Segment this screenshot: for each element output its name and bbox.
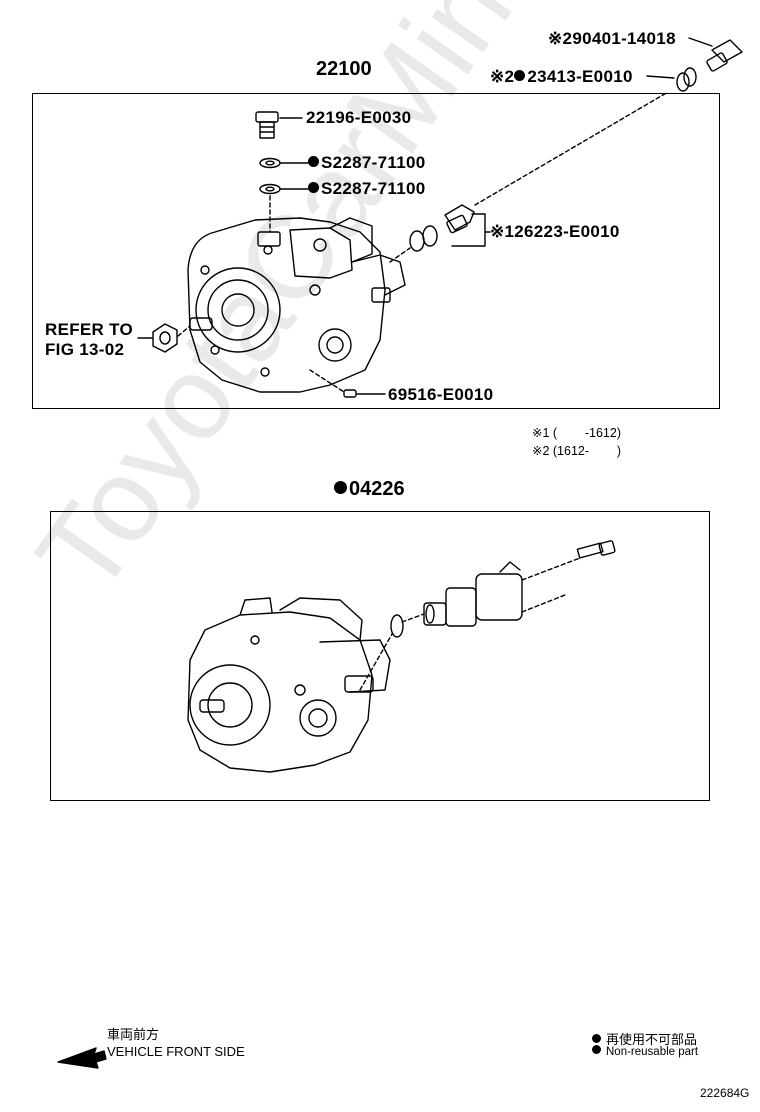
- refer-line-1[interactable]: REFER TO: [45, 320, 134, 339]
- direction-jp: 車両前方: [107, 1027, 160, 1042]
- note-1: ※1 ( -1612): [532, 426, 621, 440]
- top-group-frame: [32, 93, 720, 409]
- gasket-a-drawing: [259, 157, 281, 169]
- pin-drawing: [343, 389, 357, 398]
- bottom-group-frame: [50, 511, 710, 801]
- legend-en: Non-reusable part: [592, 1045, 698, 1058]
- nut-drawing: [152, 323, 178, 353]
- part-number-bolt[interactable]: 22196-E0030: [306, 108, 412, 127]
- direction-en: VEHICLE FRONT SIDE: [107, 1044, 245, 1059]
- non-reusable-dot-icon: [308, 156, 319, 168]
- part-number-union[interactable]: ※126223-E0010: [490, 222, 620, 241]
- bolt-top-mark: ※2: [548, 29, 573, 48]
- supply-pump-bottom-drawing: [187, 597, 391, 773]
- bolt-bottom-drawing: [576, 540, 616, 559]
- legend-dot-icon: [592, 1045, 601, 1055]
- vehicle-front-arrow-icon: [57, 1047, 107, 1069]
- union-26223-drawing: [444, 204, 475, 234]
- non-reusable-dot-icon: [334, 481, 347, 495]
- hose-union-mark: ※2: [490, 67, 515, 86]
- bolt-22196-drawing: [255, 111, 279, 139]
- bottom-group-label[interactable]: 04226: [334, 478, 405, 501]
- refer-line-2[interactable]: FIG 13-02: [45, 340, 125, 359]
- bolt-90401-drawing: [706, 39, 743, 72]
- part-number-gasket-a[interactable]: S2287-71100: [308, 153, 425, 173]
- legend-dot-icon: [592, 1034, 601, 1044]
- gasket-b-drawing: [259, 183, 281, 195]
- legend-jp: 再使用不可部品: [592, 1029, 697, 1048]
- supply-pump-drawing: [187, 217, 406, 393]
- part-number-gasket-b[interactable]: S2287-71100: [308, 179, 425, 199]
- non-reusable-dot-icon: [308, 182, 319, 194]
- top-group-label: 22100: [316, 58, 372, 80]
- figure-id: 222684G: [700, 1086, 750, 1100]
- o-ring-drawing: [390, 614, 404, 638]
- non-reusable-dot-icon: [514, 70, 526, 82]
- suction-control-valve-drawing: [423, 561, 523, 627]
- part-number-pin[interactable]: 69516-E0010: [388, 385, 494, 404]
- part-number-bolt-top[interactable]: ※290401-14018: [548, 29, 676, 48]
- note-2: ※2 (1612- ): [532, 444, 621, 458]
